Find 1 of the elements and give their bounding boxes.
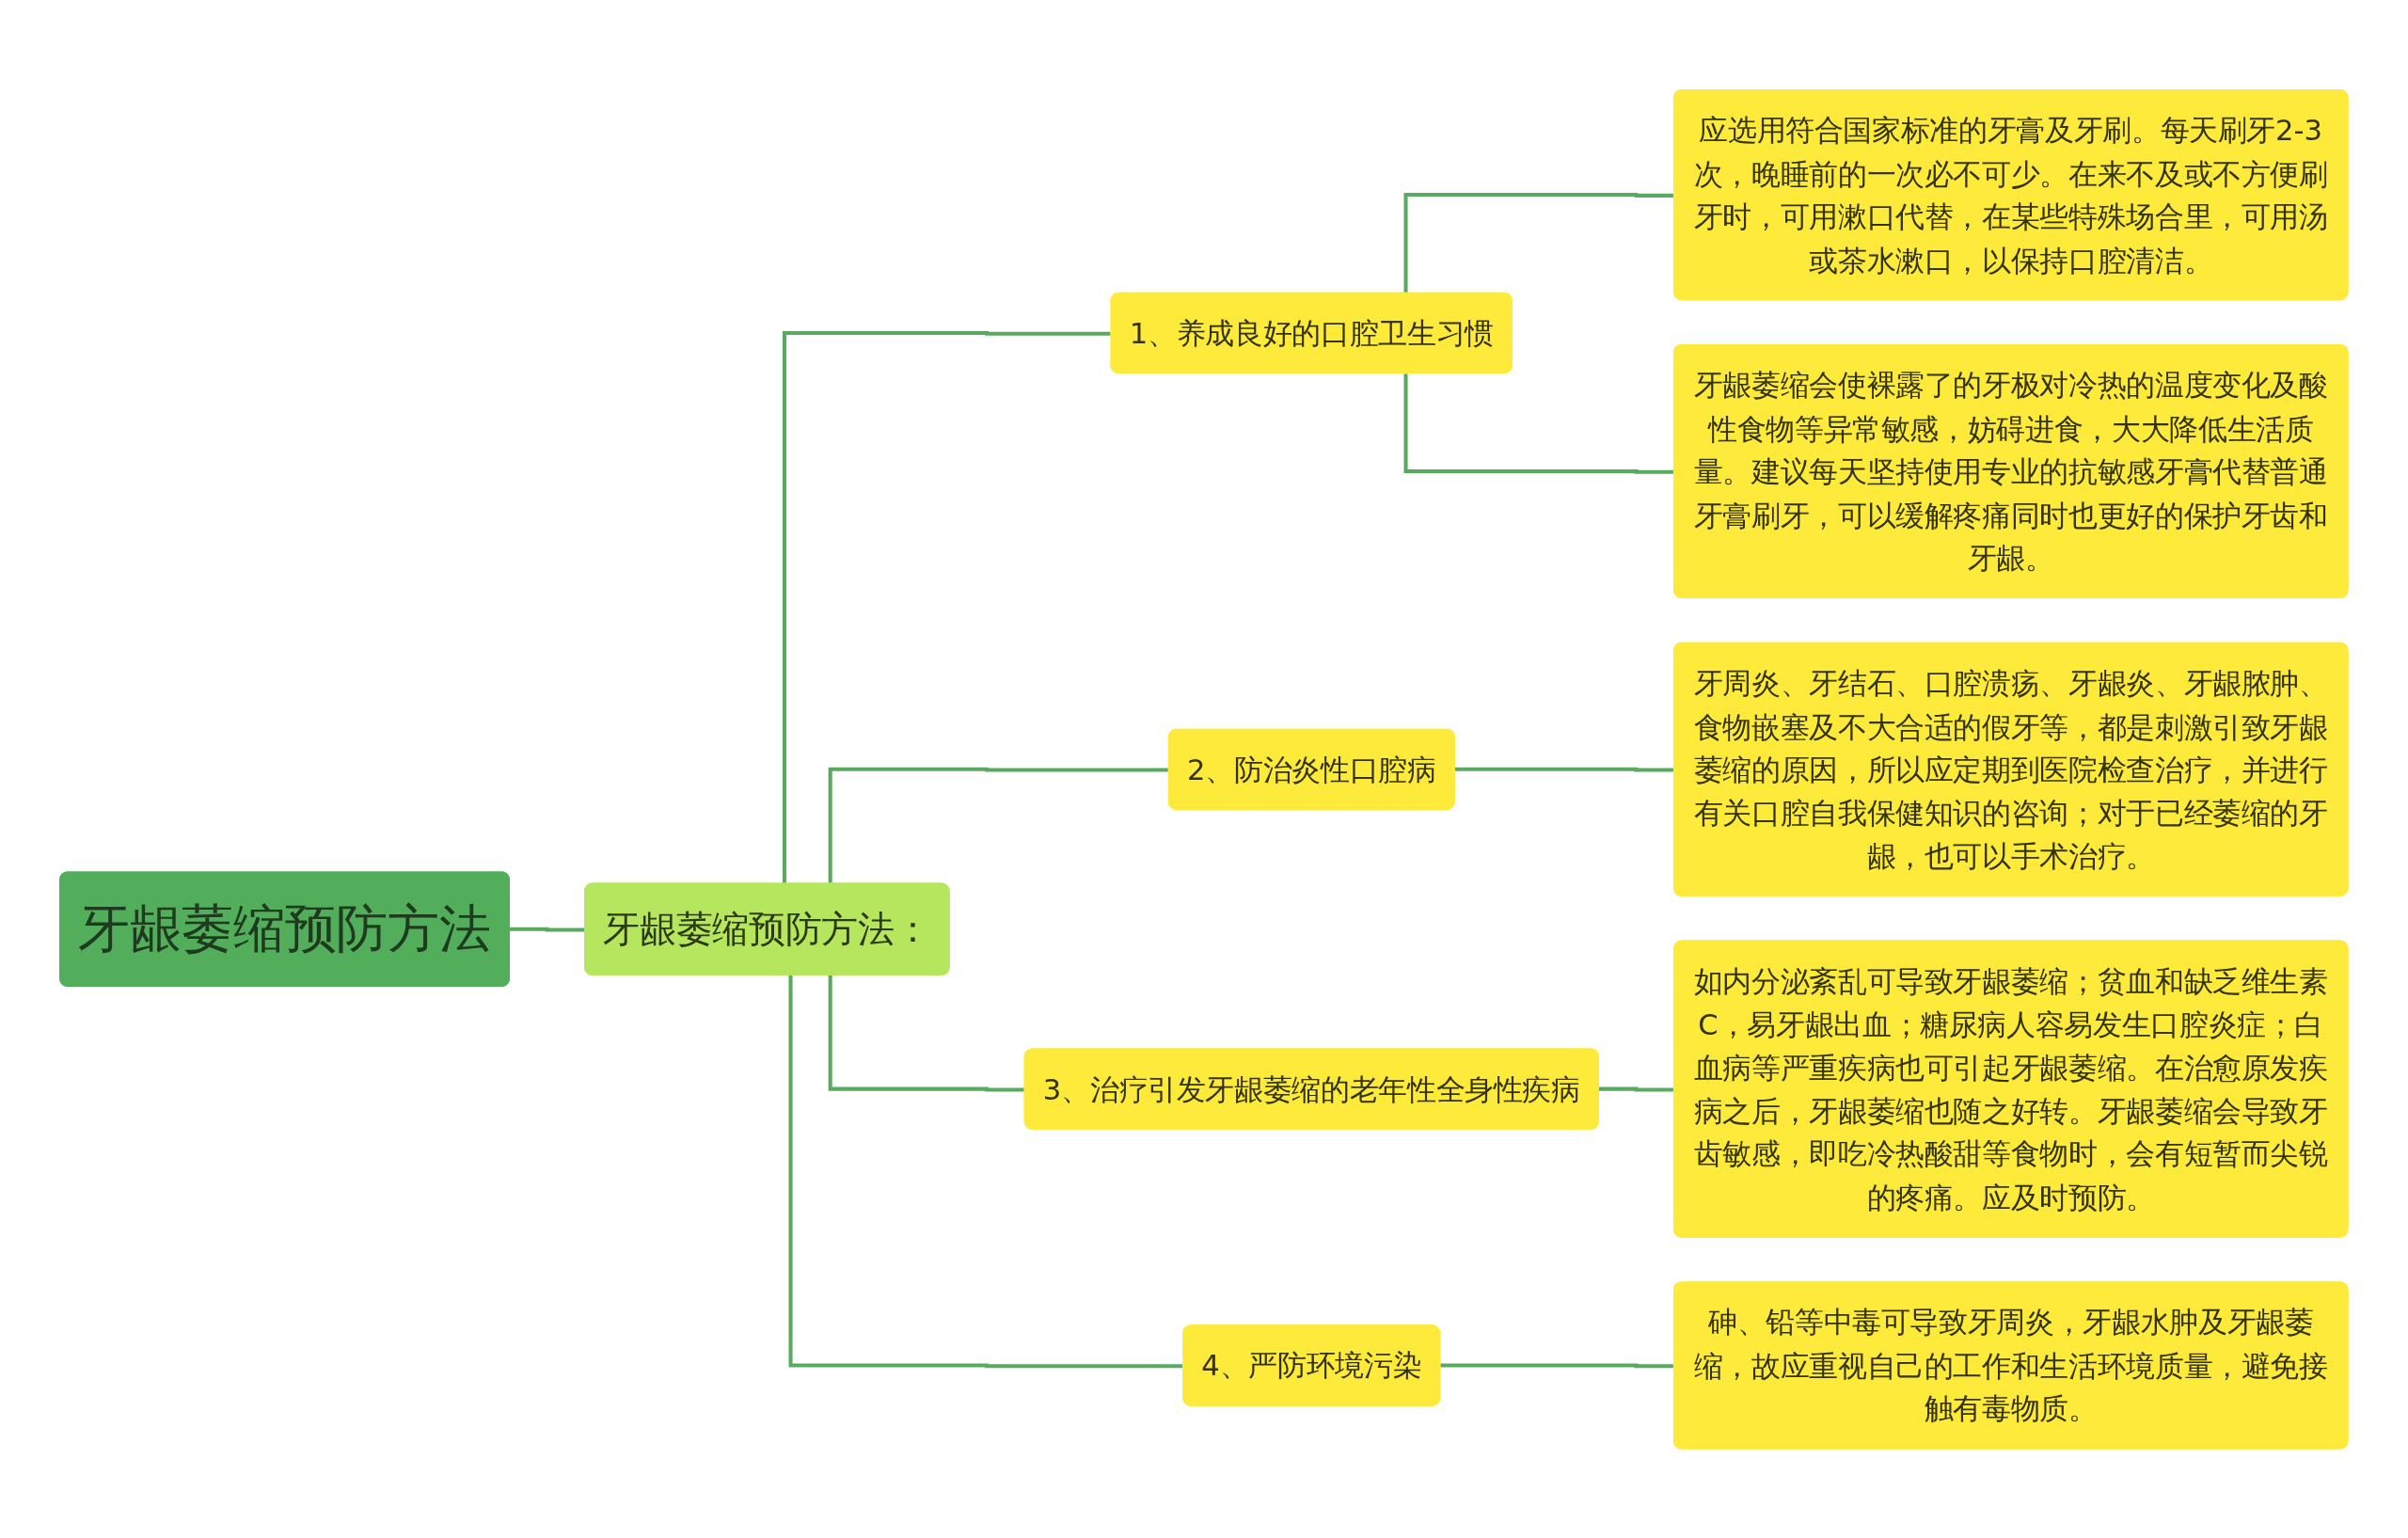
connector (788, 975, 1184, 1369)
